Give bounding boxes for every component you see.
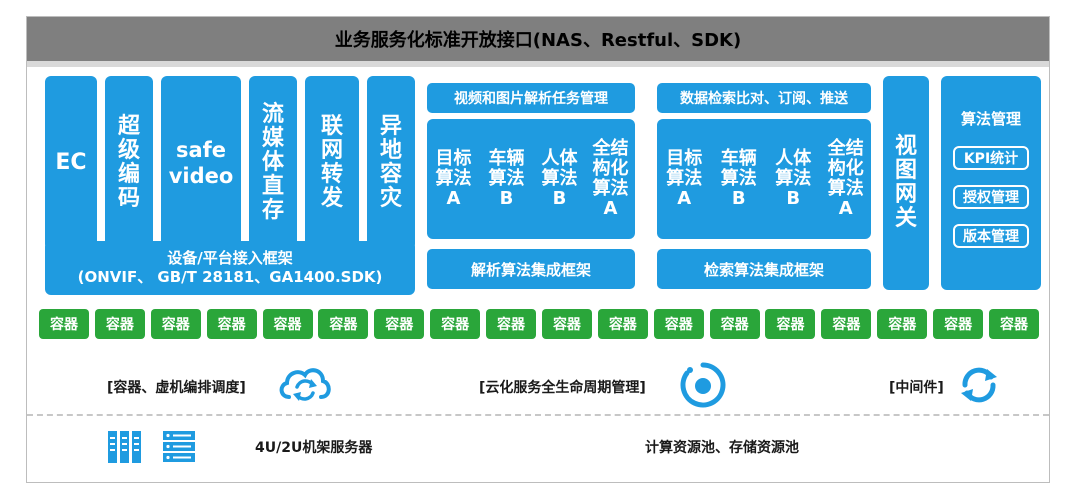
module-ec: EC bbox=[45, 76, 97, 250]
container-box: 容器 bbox=[374, 309, 425, 339]
module-network-forward-label: 联网转发 bbox=[320, 114, 343, 211]
algo-management-panel: 算法管理 KPI统计 授权管理 版本管理 bbox=[941, 76, 1041, 290]
container-box: 容器 bbox=[318, 309, 369, 339]
cloud-sync-icon bbox=[279, 368, 331, 401]
module-network-forward: 联网转发 bbox=[305, 76, 359, 250]
refresh-icon bbox=[961, 367, 997, 403]
kpi-stats-item: KPI统计 bbox=[953, 146, 1029, 170]
open-interface-header: 业务服务化标准开放接口(NAS、Restful、SDK) bbox=[27, 17, 1049, 61]
server-rack-icon bbox=[108, 431, 141, 463]
search-task-title: 数据检索比对、订阅、推送 bbox=[657, 83, 871, 113]
device-access-line1: 设备/平台接入框架 bbox=[167, 249, 293, 267]
search-framework-text: 检索算法集成框架 bbox=[703, 260, 824, 279]
container-box: 容器 bbox=[94, 309, 145, 339]
license-management-item: 授权管理 bbox=[953, 185, 1029, 209]
container-box: 容器 bbox=[486, 309, 537, 339]
header-separator bbox=[27, 61, 1049, 67]
container-box: 容器 bbox=[150, 309, 201, 339]
view-gateway-label: 视图网关 bbox=[894, 134, 917, 231]
module-remote-dr: 异地容灾 bbox=[367, 76, 415, 250]
resource-pool-label: 计算资源池、存储资源池 bbox=[645, 440, 799, 456]
container-box: 容器 bbox=[821, 309, 872, 339]
module-safe-video-label: safe video bbox=[168, 138, 234, 188]
algo-management-title: 算法管理 bbox=[960, 110, 1021, 128]
container-box: 容器 bbox=[597, 309, 648, 339]
module-super-codec-label: 超级编码 bbox=[117, 114, 140, 211]
architecture-diagram: 业务服务化标准开放接口(NAS、Restful、SDK) EC 超级编码 saf… bbox=[26, 16, 1050, 483]
container-box: 容器 bbox=[430, 309, 481, 339]
containers-row: 容器容器容器容器容器容器容器容器容器容器容器容器容器容器容器容器容器容器 bbox=[39, 309, 1039, 343]
analysis-framework: 解析算法集成框架 bbox=[427, 249, 635, 289]
search-task-title-text: 数据检索比对、订阅、推送 bbox=[680, 91, 848, 107]
analysis-framework-text: 解析算法集成框架 bbox=[470, 260, 591, 279]
device-access-line2: (ONVIF、 GB/T 28181、GA1400.SDK) bbox=[77, 268, 383, 286]
version-management-item: 版本管理 bbox=[953, 224, 1029, 248]
container-box: 容器 bbox=[989, 309, 1039, 339]
container-box: 容器 bbox=[262, 309, 313, 339]
container-box: 容器 bbox=[39, 309, 89, 339]
analysis-task-title-text: 视频和图片解析任务管理 bbox=[454, 91, 608, 107]
container-vm-label: [容器、虚机编排调度] bbox=[107, 380, 246, 396]
container-box: 容器 bbox=[877, 309, 928, 339]
device-access-framework: 设备/平台接入框架 (ONVIF、 GB/T 28181、GA1400.SDK) bbox=[45, 241, 415, 295]
analysis-task-title: 视频和图片解析任务管理 bbox=[427, 83, 635, 113]
container-box: 容器 bbox=[709, 309, 760, 339]
container-box: 容器 bbox=[541, 309, 592, 339]
rack-server-label: 4U/2U机架服务器 bbox=[255, 440, 373, 456]
container-box: 容器 bbox=[206, 309, 257, 339]
lifecycle-ring-icon bbox=[680, 362, 726, 408]
container-box: 容器 bbox=[765, 309, 816, 339]
middleware-label: [中间件] bbox=[889, 380, 944, 396]
module-stream-live-label: 流媒体直存 bbox=[261, 102, 284, 223]
module-super-codec: 超级编码 bbox=[105, 76, 153, 250]
module-stream-live: 流媒体直存 bbox=[249, 76, 297, 250]
dashed-divider bbox=[27, 414, 1049, 416]
module-safe-video: safe video bbox=[161, 76, 241, 250]
header-title: 业务服务化标准开放接口(NAS、Restful、SDK) bbox=[334, 30, 742, 51]
storage-server-icon bbox=[163, 431, 195, 462]
search-framework: 检索算法集成框架 bbox=[657, 249, 871, 289]
container-box: 容器 bbox=[653, 309, 704, 339]
module-remote-dr-label: 异地容灾 bbox=[379, 114, 402, 211]
container-box: 容器 bbox=[933, 309, 984, 339]
cloud-lifecycle-label: [云化服务全生命周期管理] bbox=[479, 380, 646, 396]
module-ec-label: EC bbox=[55, 150, 87, 175]
view-gateway: 视图网关 bbox=[883, 76, 929, 290]
